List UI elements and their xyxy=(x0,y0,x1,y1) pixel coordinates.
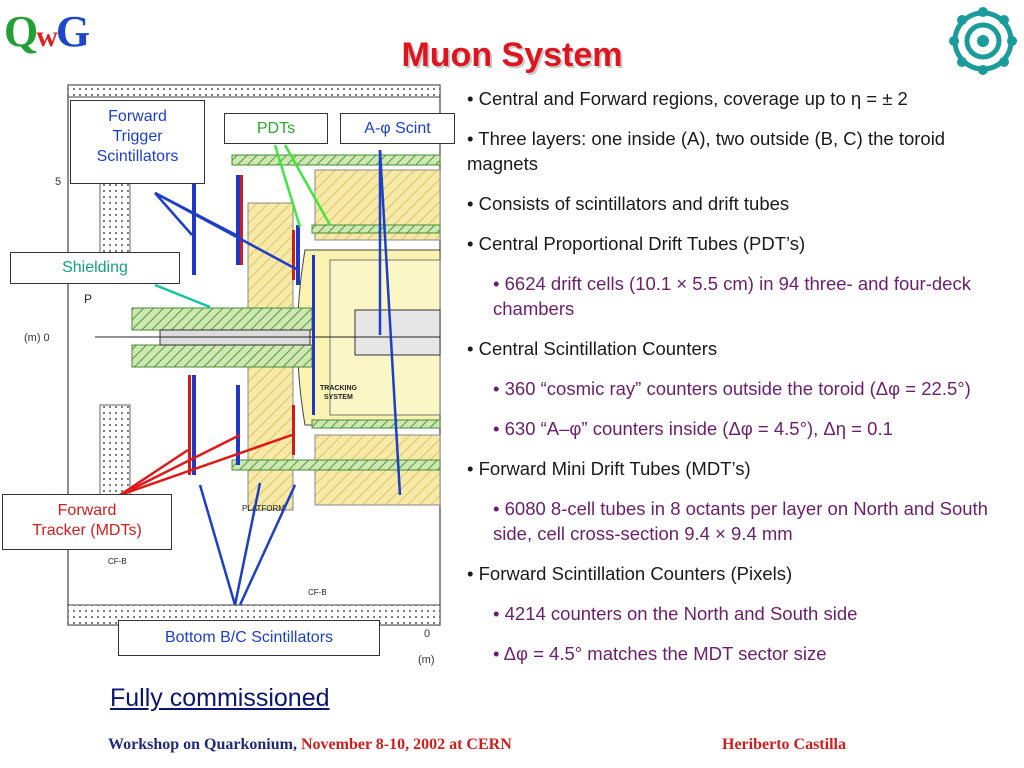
top-band xyxy=(67,84,441,98)
mdt-bar-1 xyxy=(188,375,191,475)
scint-bar-6 xyxy=(312,255,315,415)
p-label: P xyxy=(84,292,92,306)
shield-lower xyxy=(131,344,313,368)
tracking-label: TRACKING xyxy=(320,385,357,392)
green-bottom-2 xyxy=(231,459,441,471)
callout-forward-tracker-line1: Forward xyxy=(57,502,117,519)
shielding-arrow xyxy=(154,283,211,309)
shield-upper xyxy=(131,307,313,331)
bullet-forward-scint: • Forward Scintillation Counters (Pixels… xyxy=(467,563,793,584)
green-top-1 xyxy=(231,154,441,166)
callout-shielding: Shielding xyxy=(10,252,180,284)
callout-forward-trigger: Forward Trigger Scintillators xyxy=(70,100,205,184)
green-top-2 xyxy=(311,224,441,234)
forward-trigger-arrows xyxy=(154,191,299,272)
bullet-list: • Central and Forward regions, coverage … xyxy=(467,86,1019,681)
callout-forward-tracker: Forward Tracker (MDTs) xyxy=(2,494,172,550)
axis-label-m-0: (m) 0 xyxy=(24,332,50,344)
scint-bar-3 xyxy=(296,225,300,285)
mdt-bar-2 xyxy=(240,175,243,265)
sub-bullet-drift-cells: • 6624 drift cells (10.1 × 5.5 cm) in 94… xyxy=(493,273,971,319)
scint-bar-2 xyxy=(236,175,240,265)
callout-shielding-label: Shielding xyxy=(62,259,128,276)
sub-bullet-a-phi: • 630 “A–φ” counters inside (Δφ = 4.5°),… xyxy=(493,418,893,439)
scint-bar-4 xyxy=(192,375,196,475)
bullet-central-scint: • Central Scintillation Counters xyxy=(467,338,718,359)
muon-detector-diagram: 5 5 (m) 0 0 (m) P TRACKING SYSTEM PLATFO… xyxy=(24,84,441,666)
callout-forward-trigger-line3: Scintillators xyxy=(96,148,179,165)
footer-author: Heriberto Castilla xyxy=(722,736,846,753)
callout-pdts-label: PDTs xyxy=(256,120,296,137)
footer-workshop: Workshop on Quarkonium, November 8-10, 2… xyxy=(108,736,512,754)
mdt-bar-3 xyxy=(292,230,295,280)
sub-bullet-4214: • 4214 counters on the North and South s… xyxy=(493,603,858,624)
logo-letter-w: w xyxy=(36,20,58,53)
bullet-coverage: • Central and Forward regions, coverage … xyxy=(467,88,908,109)
qwg-logo: QwG xyxy=(4,6,90,57)
bullet-pdts: • Central Proportional Drift Tubes (PDT’… xyxy=(467,233,806,254)
sub-bullet-delta-phi: • Δφ = 4.5° matches the MDT sector size xyxy=(493,643,827,664)
a-phi-arrows xyxy=(378,149,402,496)
callout-forward-tracker-line2: Tracker (MDTs) xyxy=(32,522,142,539)
bullet-layers: • Three layers: one inside (A), two outs… xyxy=(467,128,946,174)
callout-forward-trigger-line1: Forward xyxy=(108,108,167,125)
scint-bar-5 xyxy=(236,385,240,465)
bullet-mdts: • Forward Mini Drift Tubes (MDT’s) xyxy=(467,458,751,479)
forward-tracker-arrows xyxy=(119,433,293,497)
callout-forward-trigger-line2: Trigger xyxy=(112,128,163,145)
bullet-consists: • Consists of scintillators and drift tu… xyxy=(467,193,790,214)
axis-label-5-top: 5 xyxy=(55,176,61,188)
cf-b-label-right: CF-B xyxy=(308,588,327,597)
callout-pdts: PDTs xyxy=(224,113,328,144)
sub-bullet-8-cell: • 6080 8-cell tubes in 8 octants per lay… xyxy=(493,498,988,544)
footer-workshop-name: Workshop on Quarkonium, xyxy=(108,736,297,753)
cern-seal-icon xyxy=(949,7,1017,75)
sub-bullet-cosmic-ray: • 360 “cosmic ray” counters outside the … xyxy=(493,378,971,399)
bottom-bc-arrows xyxy=(198,482,297,606)
callout-a-phi-scint: A-φ Scint xyxy=(340,113,455,144)
green-bottom-1 xyxy=(311,419,441,429)
logo-letter-q: Q xyxy=(4,7,38,56)
footer-workshop-date: November 8-10, 2002 at CERN xyxy=(300,736,512,753)
system-label: SYSTEM xyxy=(324,394,353,401)
platform-label: PLATFORM xyxy=(242,504,285,513)
slide-title: Muon System xyxy=(401,36,623,74)
callout-bottom-bc-label: Bottom B/C Scintillators xyxy=(164,629,334,646)
logo-letter-g: G xyxy=(55,7,90,56)
axis-label-0-bottom: 0 xyxy=(424,628,430,640)
callout-a-phi-scint-label: A-φ Scint xyxy=(364,120,431,137)
pdt-arrows xyxy=(273,144,332,228)
cf-b-label-left: CF-B xyxy=(108,557,127,566)
mdt-bar-4 xyxy=(292,405,295,455)
fully-commissioned-label: Fully commissioned xyxy=(110,684,330,712)
callout-bottom-bc: Bottom B/C Scintillators xyxy=(118,620,380,656)
tracking-box xyxy=(354,309,441,356)
axis-label-m-bottom: (m) xyxy=(418,654,435,666)
